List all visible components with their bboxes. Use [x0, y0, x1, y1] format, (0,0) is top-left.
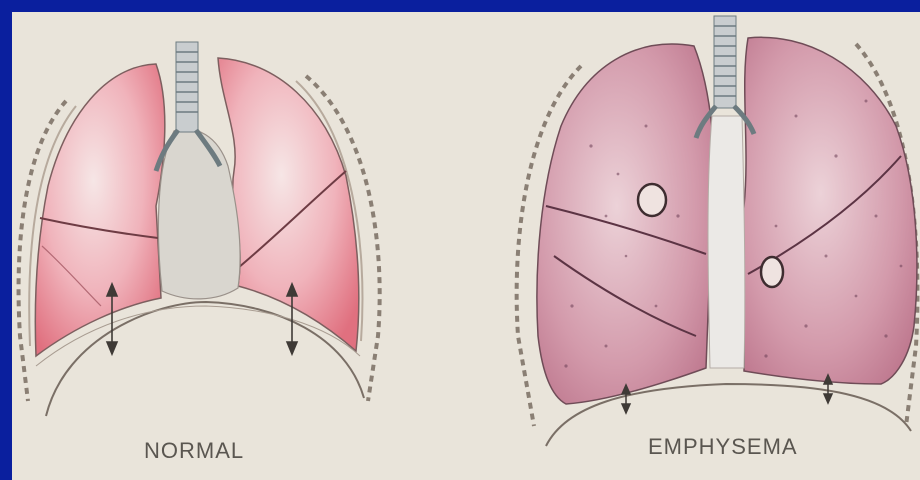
normal-right-lung — [35, 64, 164, 356]
normal-heart — [158, 129, 240, 299]
lung-diagram — [12, 12, 920, 480]
emphysema-bulla — [761, 257, 783, 287]
normal-breath-arrow-left — [107, 284, 117, 354]
normal-label: NORMAL — [144, 438, 244, 464]
emphysema-label: EMPHYSEMA — [648, 434, 798, 460]
illustration: NORMAL EMPHYSEMA — [12, 12, 920, 480]
normal-left-lung — [218, 58, 359, 351]
emphysema-lungs — [517, 16, 918, 446]
emphysema-mediastinum — [708, 116, 745, 368]
emphysema-right-lung — [537, 44, 714, 404]
emphysema-left-lung — [742, 37, 917, 384]
emphysema-bulla — [638, 184, 666, 216]
normal-lungs — [19, 42, 380, 416]
